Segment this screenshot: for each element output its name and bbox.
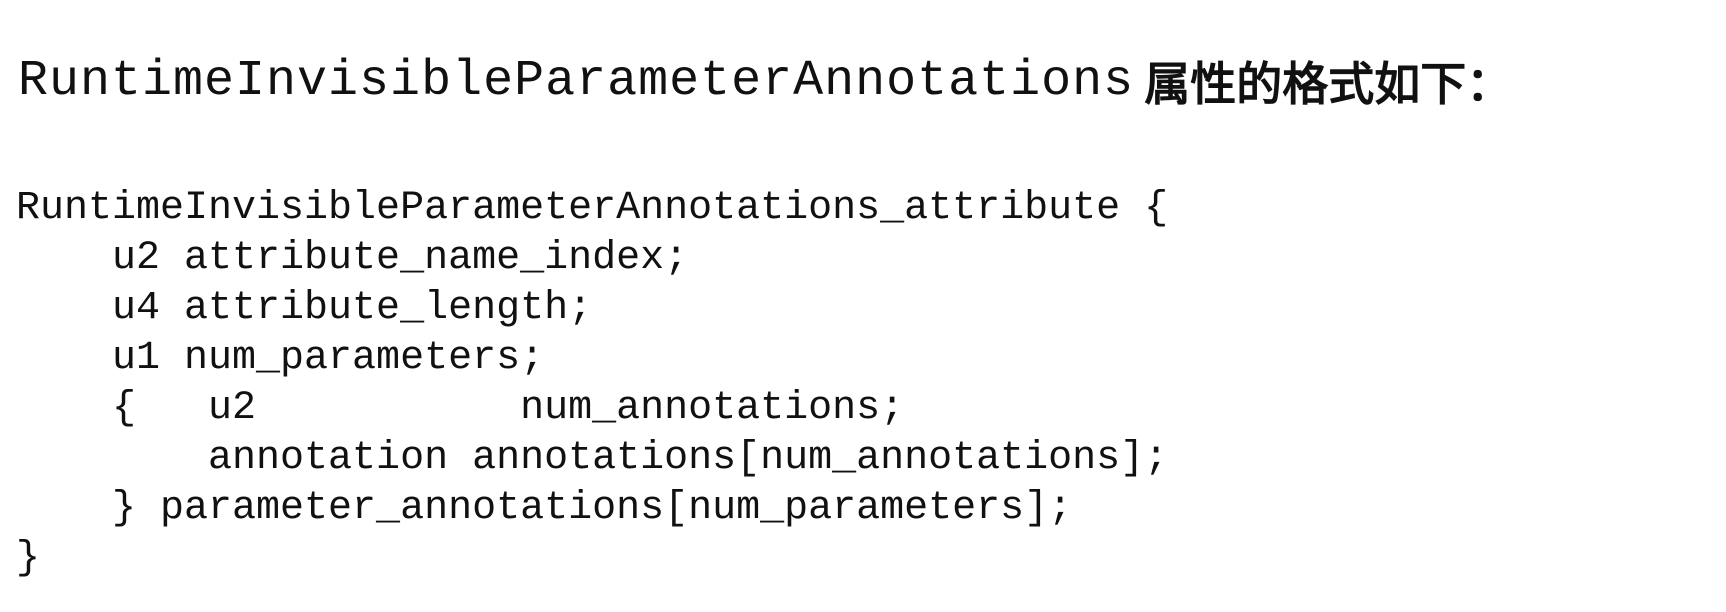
code-line-num-parameters: u1 num_parameters; [16, 336, 545, 381]
code-line-struct-open: RuntimeInvisibleParameterAnnotations_att… [16, 186, 1169, 231]
code-line-annotations-array: annotation annotations[num_annotations]; [16, 436, 1169, 481]
heading-identifier: RuntimeInvisibleParameterAnnotations [18, 52, 1135, 110]
section-heading: RuntimeInvisibleParameterAnnotations 属性的… [18, 44, 1512, 118]
code-line-attribute-name-index: u2 attribute_name_index; [16, 236, 689, 281]
code-line-attribute-length: u4 attribute_length; [16, 286, 593, 331]
code-block: RuntimeInvisibleParameterAnnotations_att… [16, 184, 1168, 584]
heading-description: 属性的格式如下： [1144, 57, 1513, 111]
code-line-parameter-annotations: } parameter_annotations[num_parameters]; [16, 486, 1073, 531]
code-line-num-annotations: { u2 num_annotations; [16, 386, 905, 431]
code-line-struct-close: } [16, 536, 41, 581]
